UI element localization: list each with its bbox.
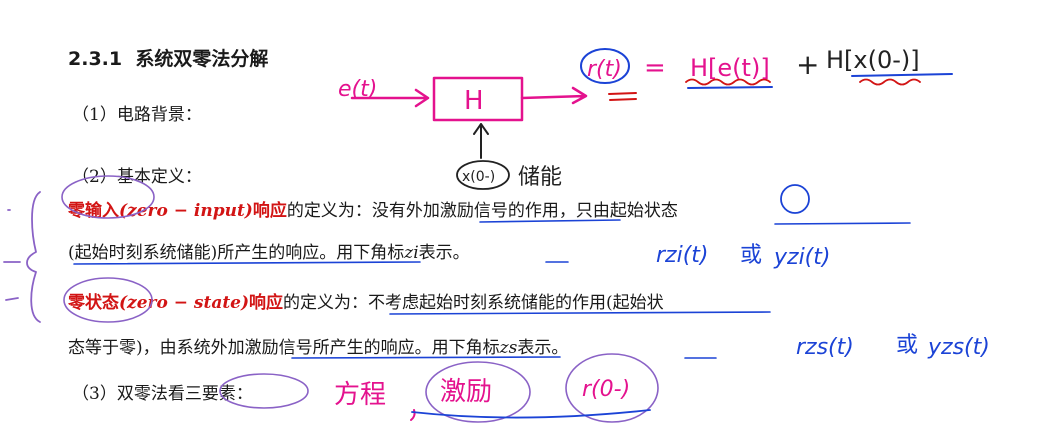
output-signal-label: r(t) (587, 57, 622, 82)
element-equation: 方程 (334, 380, 386, 410)
zero-state-circle (63, 277, 153, 323)
section-title: 系统双零法分解 (135, 48, 269, 70)
zi-notation-a: rzi(t) (656, 243, 709, 268)
term2-underline (851, 73, 953, 77)
equals-sign: = (644, 53, 666, 83)
item-definitions: （2）基本定义： (72, 167, 202, 187)
zero-input-term: 零输入 (68, 201, 119, 221)
margin-marks (3, 209, 21, 301)
zi-notation-b: yzi(t) (773, 245, 830, 270)
zero-input-definition-end: 表示。 (418, 243, 470, 263)
zero-input-circle (61, 175, 155, 219)
item-background: （1）电路背景： (72, 105, 202, 125)
zi-or: 或 (740, 243, 762, 268)
zero-input-definition-cont: (起始时刻系统储能)所产生的响应。用下角标 (68, 243, 405, 263)
state-circle (456, 160, 510, 190)
zero-input-line-1: 零输入(zero − input)响应的定义为：没有外加激励信号的作用，只由起始… (68, 196, 678, 221)
underline-zi-2 (73, 261, 421, 265)
element-2-oval (425, 361, 531, 423)
term1-underline (687, 86, 773, 89)
zero-input-line-2: (起始时刻系统储能)所产生的响应。用下角标zi表示。 (68, 238, 470, 263)
zero-state-line-2: 态等于零)，由系统外加激励信号所产生的响应。用下角标zs表示。 (68, 333, 568, 358)
element-excitation: 激励 (440, 377, 492, 407)
output-circle (580, 48, 630, 84)
zero-state-definition-cont: 态等于零)，由系统外加激励信号所产生的响应。用下角标 (68, 338, 500, 358)
element-3-oval (565, 353, 659, 423)
zero-input-definition: 的定义为：没有外加激励信号的作用，只由起始状态 (286, 201, 678, 221)
output-arrow (520, 86, 588, 105)
state-label: x(0-) (462, 169, 495, 185)
element-comma (410, 409, 416, 421)
three-elements-prefix: （3）双零法看 (72, 384, 185, 404)
term2-wave (859, 78, 921, 86)
state-arrow (473, 123, 489, 159)
underline-zs-1 (389, 311, 771, 315)
response-term-2: H[x(0-)] (826, 46, 920, 74)
underline-zs-2 (291, 356, 561, 359)
output-underline (608, 92, 637, 101)
item-three-elements: （3）双零法看三要素： (72, 379, 253, 404)
you-circle (780, 184, 810, 214)
zero-input-term-end: 响应 (252, 201, 287, 221)
zero-input-english: (zero − input) (119, 201, 253, 221)
storage-note: 储能 (518, 165, 562, 190)
underline-zi-1 (479, 219, 911, 225)
zs-notation-b: yzs(t) (927, 335, 990, 360)
input-arrow (350, 88, 430, 108)
block-label: H (464, 86, 484, 116)
three-elements-circled: 三要素 (184, 384, 236, 404)
zero-state-line-1: 零状态(zero − state)响应的定义为：不考虑起始时刻系统储能的作用(起… (68, 288, 664, 313)
input-signal-label: e(t) (338, 77, 377, 102)
term1-wave (685, 78, 771, 86)
response-term-1: H[e(t)] (690, 54, 770, 82)
plus-sign: + (796, 48, 819, 81)
element-initial-state: r(0-) (582, 377, 630, 402)
section-heading: 2.3.1 系统双零法分解 (68, 44, 268, 71)
elements-underline (411, 409, 651, 419)
three-elements-oval (219, 373, 309, 409)
zero-state-definition: 的定义为：不考虑起始时刻系统储能的作用(起始状 (283, 293, 664, 313)
zs-subscript: zs (499, 338, 518, 358)
section-number: 2.3.1 (68, 48, 123, 70)
zs-or: 或 (896, 333, 918, 358)
three-elements-suffix: ： (235, 384, 253, 404)
zero-state-term-end: 响应 (249, 293, 284, 313)
zero-state-definition-end: 表示。 (517, 338, 569, 358)
brace (26, 191, 41, 323)
zi-subscript: zi (404, 243, 419, 263)
zs-notation-a: rzs(t) (796, 335, 854, 360)
zero-state-term: 零状态 (68, 293, 119, 313)
